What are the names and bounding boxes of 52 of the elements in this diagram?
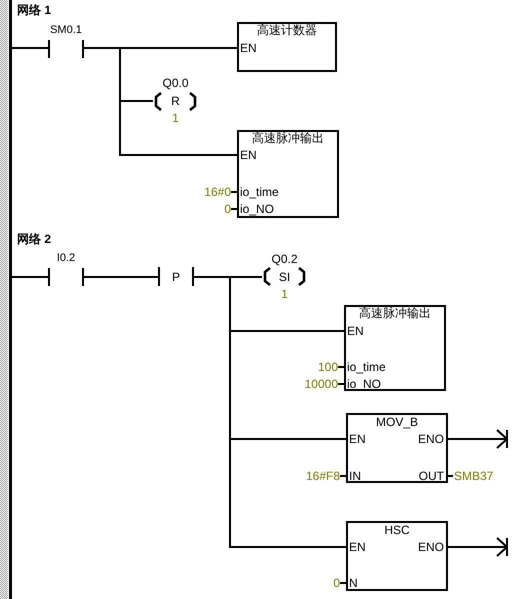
pin-label: OUT — [418, 469, 444, 483]
network-title: 网络 2 — [17, 232, 52, 246]
function-block — [346, 521, 448, 591]
pin-label: ENO — [418, 432, 444, 446]
block-title: 高速脉冲输出 — [251, 131, 325, 145]
function-block — [237, 22, 337, 72]
rung-wire — [84, 276, 158, 278]
block-title: 高速计数器 — [256, 23, 318, 37]
function-block — [237, 130, 339, 218]
power-rail — [9, 0, 12, 599]
parameter-value: 1 — [171, 111, 180, 125]
operand-label: Q0.0 — [161, 76, 190, 90]
parameter-value: 100 — [318, 360, 338, 374]
parameter-value: 16#F8 — [306, 469, 340, 483]
parameter-value: 0 — [333, 576, 340, 590]
instruction-label: SI — [278, 270, 292, 284]
parameter-value: 10000 — [304, 377, 338, 391]
pin-label: EN — [240, 148, 257, 162]
block-title: MOV_B — [374, 415, 419, 429]
parameter-value: SMB37 — [454, 469, 494, 483]
output-wire — [448, 537, 508, 557]
parameter-value: 1 — [280, 287, 289, 301]
rung-wire — [12, 276, 48, 278]
pin-label: io_time — [347, 360, 386, 374]
function-block — [346, 413, 448, 483]
parameter-value: 0 — [224, 202, 231, 216]
parameter-value: 16#0 — [204, 185, 231, 199]
rung-wire — [194, 276, 346, 548]
pin-label: N — [349, 576, 358, 590]
positive-transition-contact — [158, 267, 194, 286]
pin-label: IN — [349, 469, 361, 483]
rung-wire — [84, 47, 237, 156]
normally-open-contact — [48, 22, 84, 58]
pin-label: io_time — [240, 185, 279, 199]
instruction-label: R — [170, 94, 181, 108]
pin-label: ENO — [418, 540, 444, 554]
pin-label: EN — [349, 540, 366, 554]
block-title: 高速脉冲输出 — [358, 306, 432, 320]
block-title: HSC — [383, 523, 411, 537]
operand-label: SM0.1 — [49, 23, 83, 37]
instruction-label: P — [170, 270, 181, 284]
operand-label: I0.2 — [56, 251, 76, 265]
output-wire — [448, 429, 508, 449]
network-title: 网络 1 — [17, 3, 52, 17]
normally-open-contact — [48, 250, 84, 286]
rung-wire — [12, 47, 48, 49]
pin-label: EN — [347, 324, 364, 338]
pin-label: EN — [349, 432, 366, 446]
pin-label: io_NO — [240, 202, 274, 216]
pin-label: EN — [240, 41, 257, 55]
operand-label: Q0.2 — [270, 252, 298, 266]
function-block — [344, 305, 446, 391]
